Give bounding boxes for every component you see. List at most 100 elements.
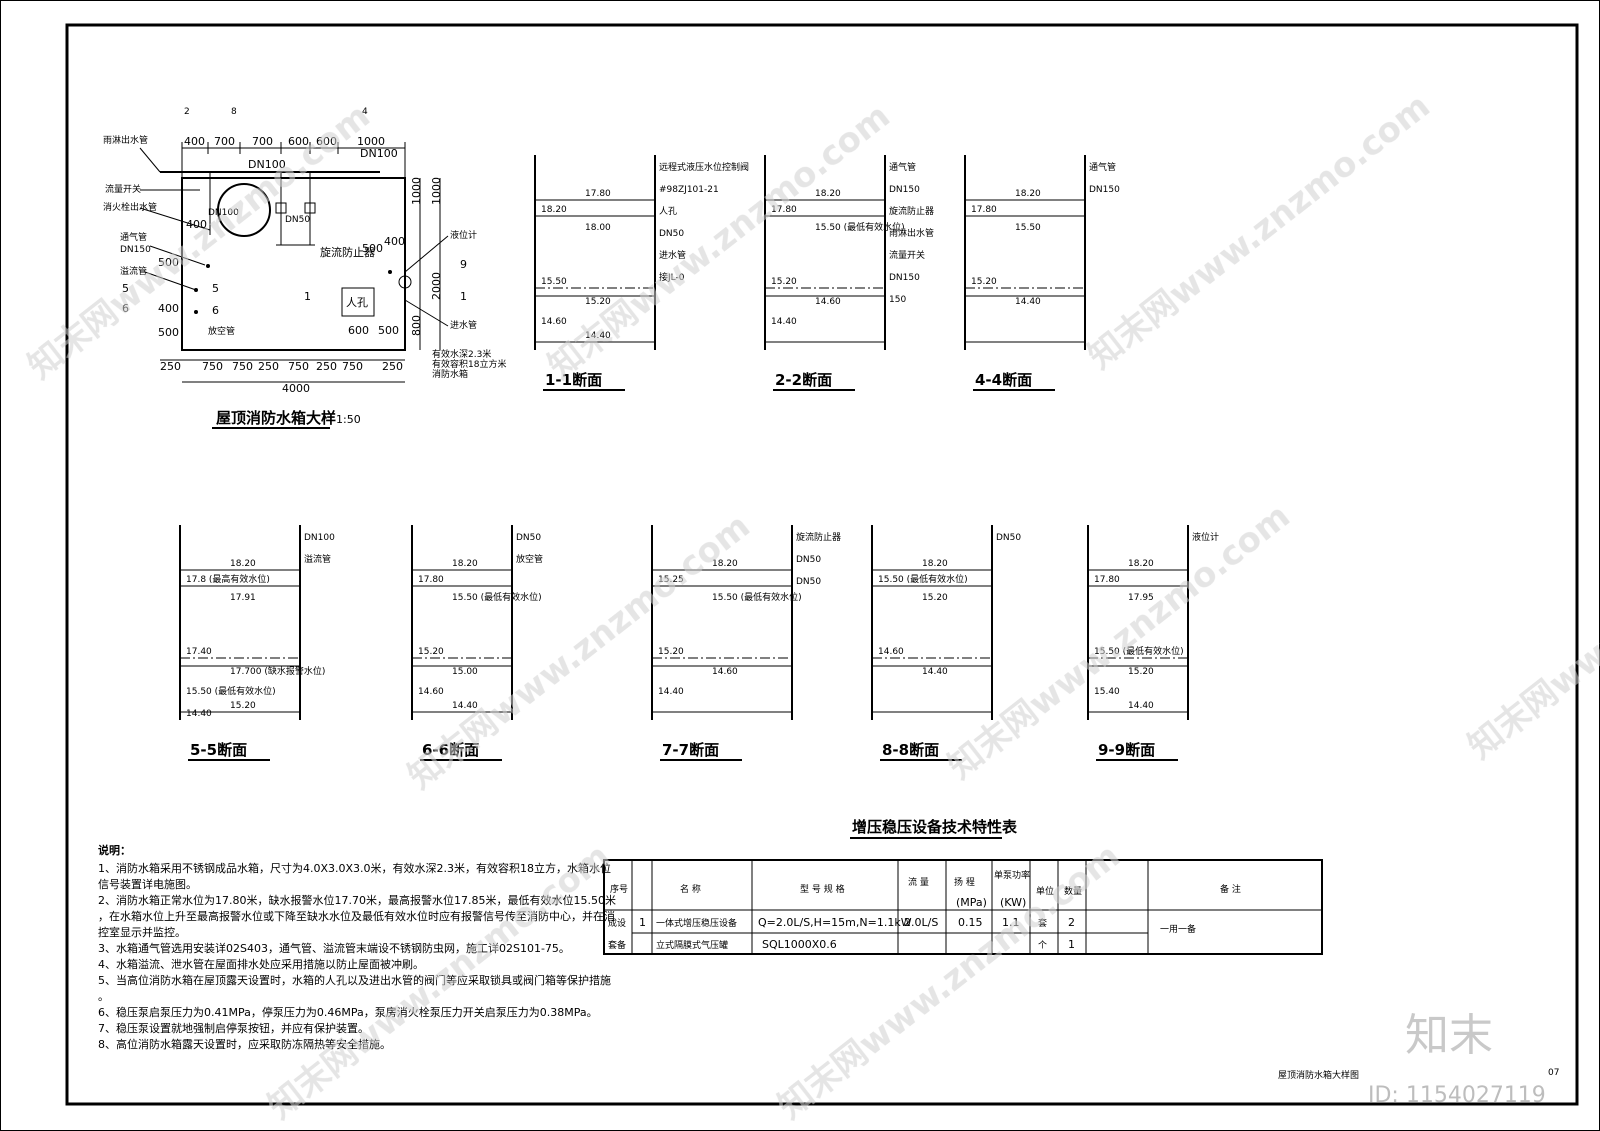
section-1-level-7: 14.40 <box>585 331 611 341</box>
tank-mark-1: 1 <box>304 290 311 303</box>
right-dim-1: 1000 <box>410 177 423 205</box>
section-4-title: 5-5断面 <box>190 741 247 759</box>
th-flow: 流 量 <box>908 876 929 888</box>
hydrant-outlet-label: 消火栓出水管 <box>103 201 157 213</box>
top-dim-3: 700 <box>252 135 273 148</box>
section-5-level-6: 14.60 <box>418 687 444 697</box>
note-line-2: 信号装置详电施图。 <box>98 877 197 891</box>
plan-note-2: 有效容积18立方米 <box>432 358 506 370</box>
section-6-level-3: 15.50 (最低有效水位) <box>712 591 802 603</box>
note-line-9: 。 <box>98 990 109 1003</box>
section-2-level-1: 18.20 <box>815 189 841 199</box>
section-2-note-2: DN150 <box>889 185 920 195</box>
hydrant-outlet-circle <box>217 183 271 237</box>
section-6-level-6: 14.40 <box>658 687 684 697</box>
section-7-level-3: 15.20 <box>922 593 948 603</box>
section-1-level-1: 17.80 <box>585 189 611 199</box>
section-mark-5: 5 <box>122 282 129 295</box>
section-5-note-2: 放空管 <box>516 553 543 565</box>
section-3-level-5: 14.40 <box>1015 297 1041 307</box>
row1-power: 1.1 <box>1002 916 1020 929</box>
th-power: 单泵功率 <box>994 869 1030 881</box>
sections-layer: 17.80 18.20 18.00 15.50 15.20 14.60 14.40 远程式液压… <box>179 155 1219 761</box>
note-line-4: ，在水箱水位上升至最高报警水位或下降至缺水水位及最低有效水位时应有报警信号传至消… <box>98 909 615 923</box>
note-line-1: 1、消防水箱采用不锈钢成品水箱，尺寸为4.0X3.0X3.0米，有效水深2.3米… <box>98 861 611 875</box>
dn100-label-mid: DN100 <box>248 158 286 171</box>
section-2-level-6: 14.40 <box>771 317 797 327</box>
row1-flow: 2.0L/S <box>904 916 938 929</box>
section-1-note-1: 远程式液压水位控制阀 <box>659 161 749 173</box>
top-dim-4: 600 <box>288 135 309 148</box>
section-5-level-3: 15.50 (最低有效水位) <box>452 591 542 603</box>
th-no: 序号 <box>610 883 628 895</box>
section-1-note-3: 人孔 <box>659 206 677 217</box>
section-1-title: 1-1断面 <box>545 371 602 389</box>
section-3-level-2: 17.80 <box>971 205 997 215</box>
section-8-note-1: 液位计 <box>1192 531 1219 543</box>
section-2-level-5: 14.60 <box>815 297 841 307</box>
image-id: ID: 1154027119 <box>1368 1083 1546 1108</box>
section-6-level-2: 15.25 <box>658 575 684 585</box>
th-head: 扬 程 <box>954 876 975 888</box>
axis-mark-2: 2 <box>184 107 190 117</box>
dim-400-center: 400 <box>384 235 405 248</box>
anti-vortex-label-plan: 旋流防止器 <box>320 245 375 259</box>
section-7-level-5: 14.40 <box>922 667 948 677</box>
row2-name: 立式隔膜式气压罐 <box>656 939 728 951</box>
section-8-level-4: 15.50 (最低有效水位) <box>1094 645 1184 657</box>
section-8-title: 9-9断面 <box>1098 741 1155 759</box>
note-line-8: 5、当高位消防水箱在屋顶露天设置时，水箱的人孔以及进出水管的阀门等应采取锁具或阀… <box>98 973 611 987</box>
row1-model: Q=2.0L/S,H=15m,N=1.1kW <box>758 916 912 929</box>
bottom-dim-7: 750 <box>342 360 363 373</box>
top-dim-6: 1000 <box>357 135 385 148</box>
row1-unit: 套 <box>1038 917 1047 929</box>
row2-model: SQL1000X0.6 <box>762 938 837 951</box>
section-6-level-1: 18.20 <box>712 559 738 569</box>
note-line-5: 控室显示并监控。 <box>98 925 186 939</box>
group-label-1: 成设 <box>608 917 626 929</box>
total-dim: 4000 <box>282 382 310 395</box>
dim-500-left2: 500 <box>158 326 179 339</box>
section-1-level-3: 18.00 <box>585 223 611 233</box>
flow-switch-label: 流量开关 <box>105 183 141 195</box>
row1-head: 0.15 <box>958 916 983 929</box>
section-8-level-7: 14.40 <box>1128 701 1154 711</box>
dn100-left-label: DN100 <box>208 208 239 218</box>
section-6-note-2: DN50 <box>796 555 821 565</box>
section-8-level-2: 17.80 <box>1094 575 1120 585</box>
section-mark-5-inner: 5 <box>212 282 219 295</box>
axis-mark-4: 4 <box>362 107 368 117</box>
note-line-11: 7、稳压泵设置就地强制启停泵按钮，并应有保护装置。 <box>98 1021 369 1035</box>
row1-name: 一体式增压稳压设备 <box>656 917 737 929</box>
notes-heading: 说明： <box>98 843 131 857</box>
note-line-3: 2、消防水箱正常水位为17.80米，缺水报警水位17.70米，最高报警水位17.… <box>98 893 616 907</box>
section-3-level-4: 15.20 <box>971 277 997 287</box>
section-5-level-7: 14.40 <box>452 701 478 711</box>
dim-500-left: 500 <box>158 256 179 269</box>
inlet-label: 进水管 <box>450 319 477 331</box>
dim-400-left: 400 <box>158 302 179 315</box>
bottom-dim-5: 750 <box>288 360 309 373</box>
row2-unit: 个 <box>1038 940 1047 951</box>
section-1-level-6: 14.60 <box>541 317 567 327</box>
top-dim-2: 700 <box>214 135 235 148</box>
section-6-level-4: 15.20 <box>658 647 684 657</box>
section-mark-9: 9 <box>460 258 467 271</box>
dim-600-manhole: 600 <box>348 324 369 337</box>
section-4-level-4: 17.40 <box>186 647 212 657</box>
section-2-level-3: 15.50 (最低有效水位) <box>815 221 905 233</box>
section-5-level-4: 15.20 <box>418 647 444 657</box>
section-1: 17.8018.2018.0015.5015.2014.6014.40远程式液压… <box>534 155 749 391</box>
section-2-level-2: 17.80 <box>771 205 797 215</box>
section-5-title: 6-6断面 <box>422 741 479 759</box>
section-5-level-2: 17.80 <box>418 575 444 585</box>
note-line-7: 4、水箱溢流、泄水管在屋面排水处应采用措施以防止屋面被冲刷。 <box>98 957 424 971</box>
section-1-level-2: 18.20 <box>541 205 567 215</box>
section-4-level-6: 15.50 (最低有效水位) <box>186 685 276 697</box>
section-6-note-3: DN50 <box>796 577 821 587</box>
right-dim-2: 1000 <box>430 177 443 205</box>
section-1-level-4: 15.50 <box>541 277 567 287</box>
dn150-label: DN150 <box>120 245 151 255</box>
th-remark: 备 注 <box>1220 883 1241 895</box>
